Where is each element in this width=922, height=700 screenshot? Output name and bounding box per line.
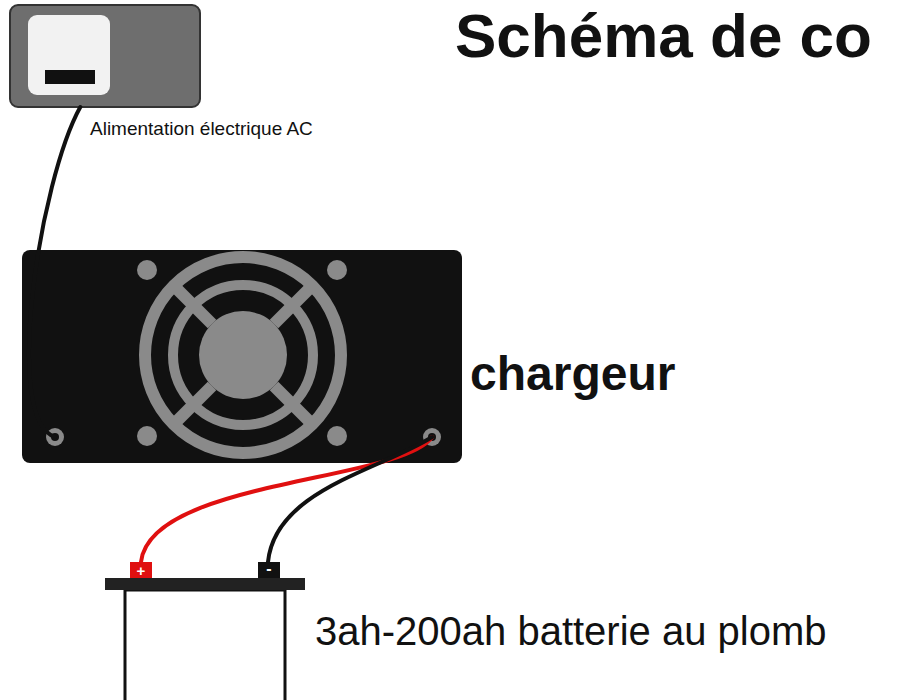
negative-wire [268, 437, 432, 562]
node-label: Alimentation électrique AC [90, 118, 313, 140]
ac-power-supply: Alimentation électrique AC [10, 5, 200, 107]
positive-wire [141, 437, 432, 562]
battery [105, 562, 305, 700]
charger-body [22, 250, 462, 463]
lead-acid-battery: 3ah-200ah batterie au plomb [105, 562, 305, 700]
node-label: 3ah-200ah batterie au plomb [315, 608, 826, 654]
ac-outlet [10, 5, 200, 107]
positive-terminal-mark: + [137, 563, 146, 578]
ac-cable [29, 107, 80, 437]
node-label: chargeur [470, 346, 675, 401]
diagram-title: Schéma de co [455, 0, 872, 71]
charger-box: chargeur [22, 250, 462, 463]
negative-terminal-mark: - [266, 561, 271, 577]
